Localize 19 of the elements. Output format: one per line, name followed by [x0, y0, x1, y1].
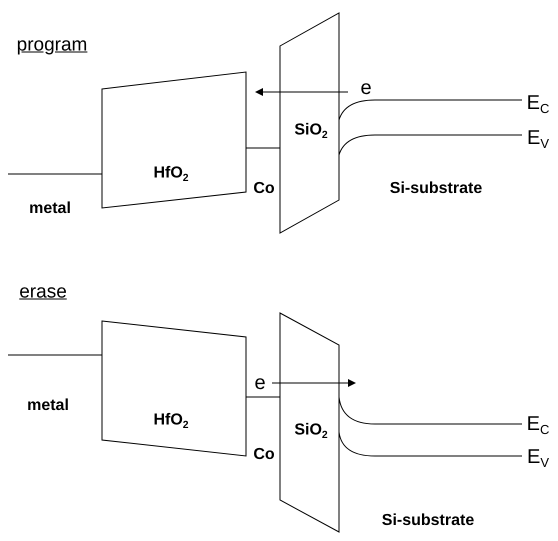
- material-label: Si-substrate: [390, 181, 482, 197]
- band-label: E$_{C}$: [526, 93, 550, 115]
- band-label: E$_{V}$: [527, 447, 549, 469]
- material-label: metal: [29, 201, 71, 217]
- material-label: Si-substrate: [382, 513, 474, 529]
- electron-label: e: [254, 373, 266, 393]
- material-label: Co: [253, 447, 275, 463]
- band-label: E$_{C}$: [526, 414, 550, 436]
- material-label: metal: [27, 398, 69, 414]
- section-heading: erase: [19, 282, 67, 302]
- section-heading: program: [16, 36, 88, 54]
- layer-label: SiO$_{2}$: [294, 122, 328, 142]
- electron-label: e: [360, 78, 372, 98]
- band-label: E$_{V}$: [527, 128, 549, 150]
- interface-level-line: [246, 396, 280, 398]
- layer-label: HfO$_{2}$: [153, 166, 189, 184]
- layer-label: SiO$_{2}$: [294, 422, 328, 442]
- layer-label: HfO$_{2}$: [153, 412, 189, 432]
- material-label: Co: [253, 181, 275, 197]
